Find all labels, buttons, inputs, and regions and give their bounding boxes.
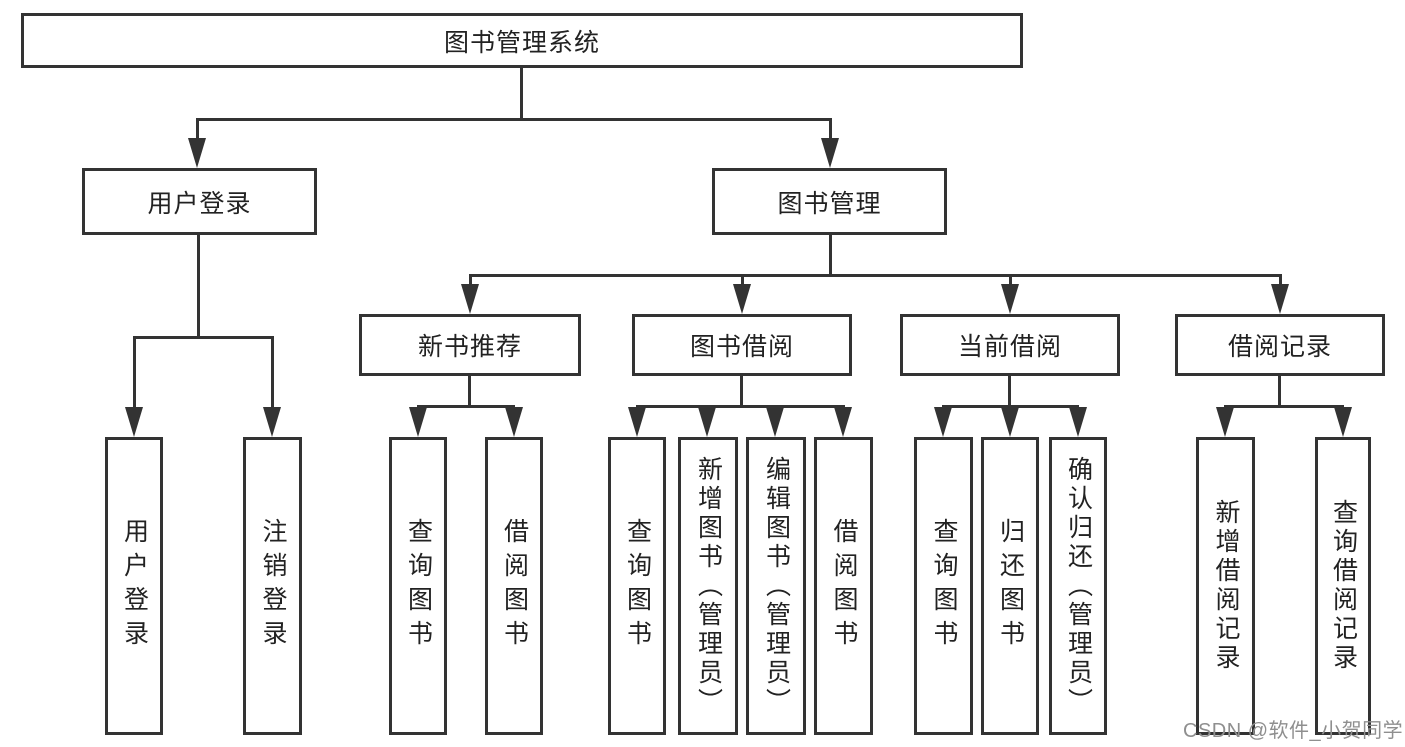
node-book-borrow: 图书借阅 [632,314,852,376]
arrow-down-icon [821,138,839,168]
arrow-down-icon [505,407,523,437]
leaf-logout: 注销登录 [243,437,302,735]
node-label: 查询图书 [623,518,652,654]
arrow-down-icon [1001,284,1019,314]
arrow-down-icon [1001,407,1019,437]
arrow-down-icon [834,407,852,437]
node-label: 图书管理 [777,189,882,218]
connector-arrow-stem [133,339,136,407]
arrow-down-icon [934,407,952,437]
node-user-login: 用户登录 [82,168,317,235]
arrow-down-icon [1069,407,1087,437]
connector-records-stem [1278,376,1281,408]
arrow-down-icon [1216,407,1234,437]
node-label: 注销登录 [259,518,287,654]
connector-arrow-stem [271,339,274,407]
leaf-current-confirm-admin: 确认归还（管理员） [1049,437,1107,735]
node-borrow-records: 借阅记录 [1175,314,1385,376]
connector-arrow-stem [469,274,472,284]
connector-mgmt-branch [469,274,1281,277]
connector-arrow-stem [829,118,832,138]
arrow-down-icon [409,407,427,437]
node-label: 确认归还（管理员） [1064,455,1093,717]
connector-login-branch [133,336,274,339]
connector-current-stem [1008,376,1011,408]
node-label: 新增借阅记录 [1212,499,1240,673]
connector-arrow-stem [196,118,199,138]
leaf-current-return: 归还图书 [981,437,1039,735]
arrow-down-icon [188,138,206,168]
leaf-records-add: 新增借阅记录 [1196,437,1255,735]
leaf-borrow-borrow: 借阅图书 [814,437,873,735]
connector-newbook-stem [468,376,471,408]
connector-mgmt-stem [829,235,832,277]
connector-login-stem [197,235,200,339]
arrow-down-icon [461,284,479,314]
leaf-borrow-query: 查询图书 [608,437,666,735]
node-label: 借阅图书 [500,518,529,654]
node-label: 编辑图书（管理员） [762,455,791,717]
arrow-down-icon [766,407,784,437]
node-label: 归还图书 [996,518,1025,654]
node-new-book-recommend: 新书推荐 [359,314,581,376]
node-label: 新增图书（管理员） [694,455,723,717]
leaf-user-login: 用户登录 [105,437,163,735]
arrow-down-icon [628,407,646,437]
leaf-records-query: 查询借阅记录 [1315,437,1371,735]
arrow-down-icon [125,407,143,437]
connector-records-branch [1224,405,1344,408]
leaf-newbook-borrow: 借阅图书 [485,437,543,735]
node-label: 用户登录 [120,518,149,654]
node-label: 当前借阅 [957,333,1062,361]
arrow-down-icon [733,284,751,314]
node-current-borrow: 当前借阅 [900,314,1120,376]
node-label: 借阅记录 [1227,333,1332,361]
connector-arrow-stem [741,274,744,284]
watermark-text: CSDN @软件_小贺同学 [1183,720,1404,742]
node-label: 图书借阅 [689,333,794,361]
node-label: 用户登录 [147,189,252,218]
connector-borrow-stem [740,376,743,408]
leaf-borrow-add-admin: 新增图书（管理员） [678,437,738,735]
arrow-down-icon [263,407,281,437]
leaf-borrow-edit-admin: 编辑图书（管理员） [746,437,806,735]
arrow-down-icon [698,407,716,437]
node-root-system: 图书管理系统 [21,13,1023,68]
node-label: 新书推荐 [417,333,522,361]
connector-newbook-branch [417,405,515,408]
arrow-down-icon [1271,284,1289,314]
node-label: 查询借阅记录 [1329,499,1358,673]
connector-root-branch [196,118,830,121]
node-label: 查询图书 [930,518,958,654]
connector-root-stem [520,68,523,121]
connector-arrow-stem [1279,274,1282,284]
connector-borrow-branch [636,405,845,408]
node-book-management: 图书管理 [712,168,947,235]
node-label: 查询图书 [404,518,433,654]
arrow-down-icon [1334,407,1352,437]
leaf-current-query: 查询图书 [914,437,973,735]
node-label: 借阅图书 [830,518,858,654]
connector-current-branch [942,405,1079,408]
node-label: 图书管理系统 [443,28,600,57]
leaf-newbook-query: 查询图书 [389,437,447,735]
connector-arrow-stem [1009,274,1012,284]
